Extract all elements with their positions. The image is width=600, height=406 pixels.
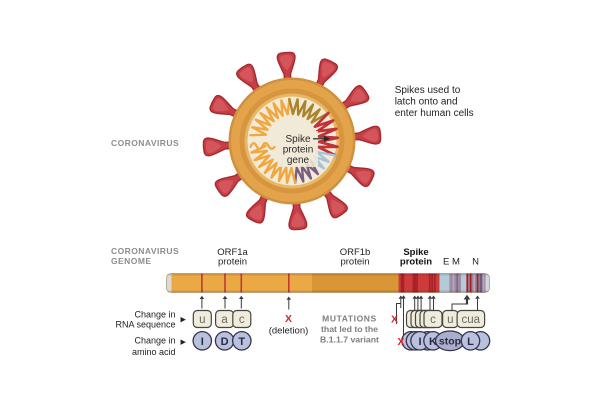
svg-text:gene: gene [287,155,310,166]
svg-text:X: X [285,313,292,325]
svg-text:T: T [238,336,245,348]
svg-text:I: I [418,336,421,348]
svg-text:B.1.1.7 variant: B.1.1.7 variant [320,334,379,344]
svg-text:(deletion): (deletion) [269,326,309,337]
svg-text:protein: protein [400,256,432,267]
svg-text:N: N [472,256,479,267]
svg-text:L: L [467,336,474,348]
svg-text:Change in: Change in [134,309,175,319]
svg-text:u: u [447,314,453,326]
svg-text:protein: protein [218,256,247,267]
svg-text:K: K [429,336,437,348]
svg-text:E M: E M [443,256,460,267]
svg-text:ORF1a: ORF1a [217,247,248,258]
svg-text:that led to the: that led to the [321,324,378,334]
svg-text:Change in: Change in [134,336,175,346]
svg-text:▶: ▶ [181,339,187,346]
svg-text:a: a [221,314,228,326]
svg-text:cua: cua [462,314,481,326]
svg-text:CORONAVIRUS: CORONAVIRUS [111,246,179,256]
svg-text:amino acid: amino acid [132,347,176,357]
svg-text:c: c [239,314,245,326]
svg-text:MUTATIONS: MUTATIONS [322,313,377,323]
svg-text:Spike: Spike [403,247,428,258]
svg-text:RNA sequence: RNA sequence [115,319,175,329]
svg-text:c: c [430,314,436,326]
svg-text:I: I [201,336,204,348]
svg-text:X: X [391,314,398,326]
svg-text:CORONAVIRUS: CORONAVIRUS [111,138,179,148]
svg-text:latch onto and: latch onto and [395,97,458,108]
svg-text:protein: protein [283,145,314,156]
svg-text:u: u [199,314,205,326]
svg-text:GENOME: GENOME [111,256,151,266]
svg-text:Spike: Spike [285,134,310,145]
svg-text:D: D [221,336,229,348]
svg-text:X: X [397,336,404,348]
svg-text:ORF1b: ORF1b [340,247,371,258]
svg-text:enter human cells: enter human cells [395,108,474,119]
svg-text:▶: ▶ [181,317,187,324]
svg-text:protein: protein [340,256,369,267]
svg-text:Spikes used to: Spikes used to [395,85,461,96]
svg-text:stop: stop [439,336,461,348]
